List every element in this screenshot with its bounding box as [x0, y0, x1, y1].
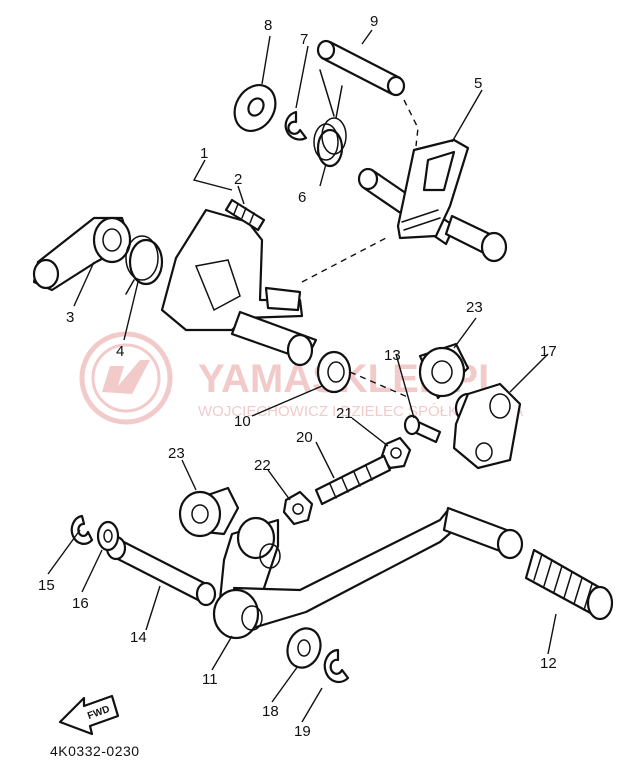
part-number-label: 16 [72, 595, 89, 612]
part-number-label: 22 [254, 457, 271, 474]
part-23-rod-end-upper [418, 342, 470, 400]
part-number-label: 6 [298, 189, 306, 206]
leader-lines [47, 29, 557, 723]
part-number-label: 10 [234, 413, 251, 430]
part-15-circlip [70, 514, 94, 545]
part-12-pedal-rubber [524, 548, 614, 621]
part-13-bolt [403, 414, 442, 444]
part-7-circlip [284, 110, 308, 141]
part-20-shift-rod [314, 454, 392, 506]
part-19-circlip [323, 648, 350, 684]
part-4-return-spring [125, 235, 164, 295]
part-number-label: 5 [474, 75, 482, 92]
part-number-label: 11 [202, 671, 218, 688]
part-23-rod-end-lower [178, 486, 240, 538]
part-number-label: 9 [370, 13, 378, 30]
part-11-shift-pedal [212, 506, 524, 640]
part-8-washer [233, 84, 277, 132]
part-3-stopper-lever [32, 216, 132, 292]
part-1-shift-arm [160, 208, 318, 367]
watermark-logo-icon [79, 331, 173, 425]
part-number-label: 13 [384, 347, 401, 364]
part-10-bearing [316, 350, 352, 394]
part-number-labels: 1 2 3 4 5 6 7 8 9 10 11 12 13 14 15 16 1… [38, 13, 557, 740]
part-number-label: 1 [200, 145, 208, 162]
part-number-label: 4 [116, 343, 124, 360]
watermark-subtitle: WOJCIECHOWICZ I DZIELEC SPÓŁKA JAWNA [198, 403, 523, 420]
part-number-label: 8 [264, 17, 272, 34]
part-number-label: 15 [38, 577, 55, 594]
part-number-label: 14 [130, 629, 147, 646]
part-number-label: 3 [66, 309, 74, 326]
part-number-label: 18 [262, 703, 279, 720]
part-number-label: 7 [300, 31, 308, 48]
part-number-label: 21 [336, 405, 353, 422]
part-number-label: 2 [234, 171, 242, 188]
part-number-label: 17 [540, 343, 557, 360]
part-6-spring [313, 69, 347, 168]
part-22-nut [282, 490, 314, 526]
part-number-label: 23 [466, 299, 483, 316]
part-18-washer [286, 627, 322, 669]
part-number-label: 23 [168, 445, 185, 462]
part-5-shift-shaft [357, 138, 508, 263]
part-16-washer [96, 520, 120, 552]
part-17-joint [452, 382, 522, 470]
fwd-arrow-icon: FWD [58, 694, 120, 736]
diagram-code: 4K0332-0230 [50, 743, 140, 759]
part-number-label: 12 [540, 655, 557, 672]
part-14-pivot-bolt [105, 535, 217, 607]
part-number-label: 19 [294, 723, 311, 740]
part-2-small-spring [224, 198, 266, 232]
part-9-pin [316, 39, 406, 97]
part-number-label: 20 [296, 429, 313, 446]
